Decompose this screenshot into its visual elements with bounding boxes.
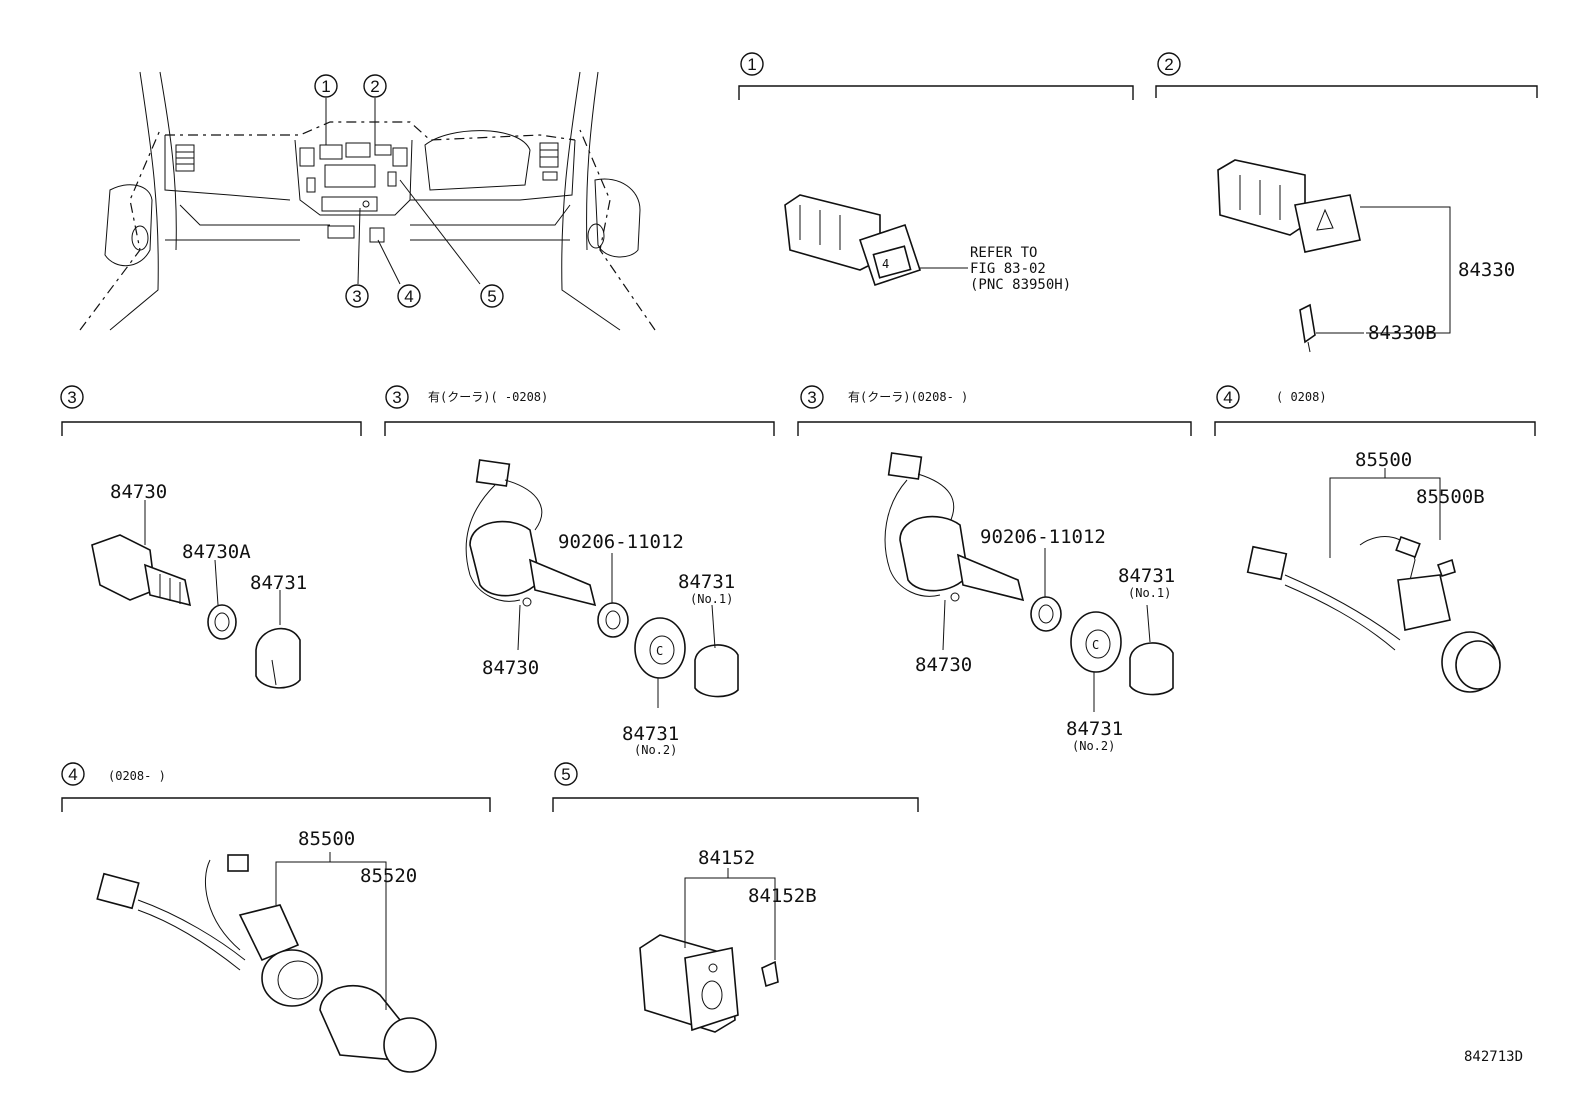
part-84730A-label: 84730A (182, 541, 251, 563)
part-84731-no1-label-a: 84731 (678, 571, 735, 593)
knob-letter-c-b: C (1092, 638, 1099, 652)
blower-switch-assembly-a (465, 459, 597, 607)
knob-84731 (255, 627, 301, 689)
hazard-switch-part-1: 4 (784, 194, 922, 287)
dimmer-switch-84152 (639, 934, 739, 1033)
refer-to-line-2: FIG 83-02 (970, 261, 1046, 277)
knob-84731-no2-b: C (1070, 611, 1122, 673)
part-85500-label-b: 85500 (298, 828, 355, 850)
part-85500-label-a: 85500 (1355, 449, 1412, 471)
section-4a-number: 4 (1223, 388, 1232, 407)
blower-switch-84730 (91, 534, 192, 607)
part-84730-label: 84730 (110, 481, 167, 503)
section-3b-heading: 有(クーラ)( -0208) (428, 390, 548, 404)
section-4a: 4 ( 0208) 85500 85500B (1214, 385, 1536, 693)
part-84330-label: 84330 (1458, 259, 1515, 281)
callout-5: 5 (487, 287, 496, 306)
part-no1-note-b: (No.1) (1128, 586, 1171, 600)
knob-84731-no1-a (694, 644, 739, 698)
blower-switch-assembly-b (884, 452, 1025, 602)
section-3c-number: 3 (807, 388, 816, 407)
nut-90206-11012-a (597, 602, 629, 638)
part-84330B-label: 84330B (1368, 322, 1437, 344)
section-3a-number: 3 (67, 388, 76, 407)
overview-callouts: 1 2 3 4 5 (314, 74, 504, 308)
part-85520-label: 85520 (360, 865, 417, 887)
diagram-code: 842713D (1464, 1049, 1523, 1065)
section-4b-number: 4 (68, 765, 77, 784)
part-no2-note-a: (No.2) (634, 743, 677, 757)
switch-mark: 4 (882, 257, 889, 271)
part-84731-label: 84731 (250, 572, 307, 594)
part-84731-no1-label-b: 84731 (1118, 565, 1175, 587)
callout-4: 4 (404, 287, 413, 306)
part-90206-11012-label-a: 90206-11012 (558, 531, 684, 553)
section-2: 2 84330 84330B (1155, 52, 1538, 353)
part-84152B-label: 84152B (748, 885, 817, 907)
nut-90206-11012-b (1030, 596, 1062, 632)
part-84730-label-b: 84730 (915, 654, 972, 676)
section-4a-heading: ( 0208) (1276, 390, 1327, 404)
bulb-84152B (761, 960, 779, 988)
section-2-number: 2 (1164, 55, 1173, 74)
section-3b-number: 3 (392, 388, 401, 407)
refer-to-line-3: (PNC 83950H) (970, 277, 1071, 293)
part-no1-note-a: (No.1) (690, 592, 733, 606)
callout-3: 3 (352, 287, 361, 306)
dashboard-overview (79, 71, 656, 331)
knob-84731-no1-b (1129, 642, 1174, 696)
knob-letter-c: C (656, 644, 663, 658)
part-85500B-label: 85500B (1416, 486, 1485, 508)
callout-2: 2 (370, 77, 379, 96)
part-no2-note-b: (No.2) (1072, 739, 1115, 753)
section-4b: 4 (0208- ) 85500 85520 (61, 762, 491, 1073)
section-1-number: 1 (747, 55, 756, 74)
section-5: 5 84152 84152B (552, 762, 919, 1033)
section-3c: 3 有(クーラ)(0208- ) C 90206-11012 84731 (No… (797, 385, 1192, 753)
bulb-84330B (1299, 303, 1316, 353)
section-1: 1 4 REFER TO FIG 83-02 (PNC 83950H) (738, 52, 1134, 293)
knob-84731-no2-a: C (634, 617, 686, 679)
cigarette-lighter-assembly-a (1246, 535, 1501, 693)
section-3a: 3 84730 84730A 84731 (60, 385, 362, 689)
cigarette-lighter-assembly-b (96, 854, 437, 1073)
section-3c-heading: 有(クーラ)(0208- ) (848, 390, 968, 404)
refer-to-line-1: REFER TO (970, 245, 1037, 261)
section-4b-heading: (0208- ) (108, 769, 166, 783)
part-84731-no2-label-b: 84731 (1066, 718, 1123, 740)
section-3b: 3 有(クーラ)( -0208) C 90206-11012 84731 (No… (384, 385, 775, 757)
section-5-number: 5 (561, 765, 570, 784)
part-84152-label: 84152 (698, 847, 755, 869)
callout-1: 1 (321, 77, 330, 96)
part-84730-label-a: 84730 (482, 657, 539, 679)
nut-84730A (207, 604, 237, 640)
part-84731-no2-label-a: 84731 (622, 723, 679, 745)
hazard-switch-part-2 (1217, 159, 1361, 253)
part-90206-11012-label-b: 90206-11012 (980, 526, 1106, 548)
